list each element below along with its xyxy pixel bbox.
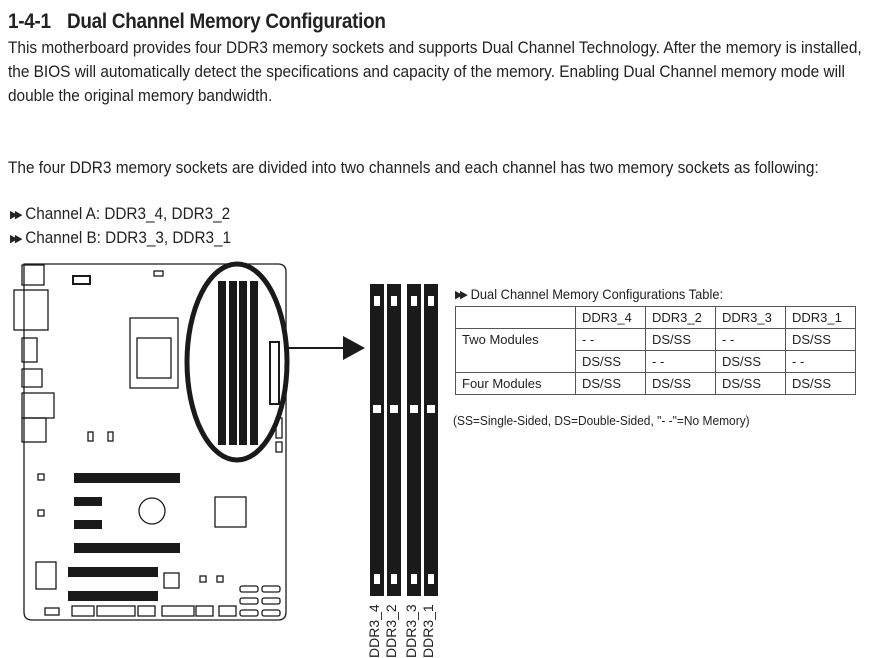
section-heading: 1-4-1 Dual Channel Memory Configuration <box>8 10 386 34</box>
highlight-ellipse <box>184 261 290 463</box>
table-cell: DS/SS <box>715 350 786 373</box>
atx-power-connector <box>269 341 280 405</box>
table-note: (SS=Single-Sided, DS=Double-Sided, "- -"… <box>453 413 750 428</box>
table-row: Two Modules - - DS/SS - - DS/SS <box>455 328 856 373</box>
io-port <box>21 368 43 388</box>
cmos-battery <box>138 497 166 525</box>
dimm-slot <box>250 281 258 445</box>
dimm-slot <box>218 281 226 445</box>
table-cell: DS/SS <box>575 372 646 395</box>
channel-b-item: ▶▶Channel B: DDR3_3, DDR3_1 <box>10 228 231 248</box>
slot-label: DDR3_3 <box>403 604 419 658</box>
cpu-power <box>72 275 91 285</box>
memory-config-table: DDR3_4 DDR3_2 DDR3_3 DDR3_1 Two Modules … <box>455 306 856 395</box>
channel-b-text: Channel B: DDR3_3, DDR3_1 <box>25 228 232 247</box>
board-outline <box>23 263 287 621</box>
table-title: ▶▶Dual Channel Memory Configurations Tab… <box>455 286 723 302</box>
chipset <box>214 496 247 528</box>
channel-a-item: ▶▶Channel A: DDR3_4, DDR3_2 <box>10 204 230 224</box>
pci-slot <box>68 591 158 601</box>
channel-a-text: Channel A: DDR3_4, DDR3_2 <box>25 204 231 223</box>
motherboard-diagram <box>13 261 438 621</box>
pcie-x16-slot <box>74 473 180 483</box>
table-cell: DS/SS <box>645 372 716 395</box>
table-cell: DS/SS <box>785 372 856 395</box>
header-cell <box>455 306 576 329</box>
header-cell: DDR3_4 <box>575 306 646 329</box>
fan-header <box>153 270 164 277</box>
io-port <box>21 264 45 286</box>
channels-paragraph: The four DDR3 memory sockets are divided… <box>8 158 819 177</box>
table-cell: - - <box>575 328 646 351</box>
table-cell: DS/SS <box>785 328 856 351</box>
enlarged-dimm-slots <box>370 284 438 596</box>
row-label: Four Modules <box>455 372 576 395</box>
io-port <box>21 392 55 419</box>
table-header-row: DDR3_4 DDR3_2 DDR3_3 DDR3_1 <box>455 306 856 329</box>
io-port <box>21 417 47 443</box>
dimm-slot-ddr3-1 <box>424 284 438 596</box>
dimm-slot <box>239 281 247 445</box>
io-port <box>13 289 49 331</box>
slot-label: DDR3_2 <box>383 604 399 658</box>
dimm-slot-ddr3-4 <box>370 284 384 596</box>
cpu-socket <box>129 317 179 389</box>
section-title: Dual Channel Memory Configuration <box>66 10 386 33</box>
pointer-arrow-head <box>343 336 365 360</box>
slot-label: DDR3_1 <box>420 604 436 658</box>
table-cell: - - <box>715 328 786 351</box>
table-cell: DS/SS <box>715 372 786 395</box>
dimm-slot-ddr3-2 <box>387 284 401 596</box>
slot-label: DDR3_4 <box>366 604 382 658</box>
table-cell: - - <box>785 350 856 373</box>
header-cell: DDR3_3 <box>715 306 786 329</box>
table-title-text: Dual Channel Memory Configurations Table… <box>470 286 724 302</box>
header-cell: DDR3_2 <box>645 306 716 329</box>
pcie-x16-slot <box>74 543 180 553</box>
pcie-x1-slot <box>74 520 102 529</box>
double-arrow-icon: ▶▶ <box>455 289 468 301</box>
dimm-slot <box>229 281 237 445</box>
table-cell: DS/SS <box>575 350 646 373</box>
dimm-slot-ddr3-3 <box>407 284 421 596</box>
pci-slot <box>68 567 158 577</box>
io-port <box>21 337 38 363</box>
pcie-x1-slot <box>74 497 102 506</box>
intro-paragraph: This motherboard provides four DDR3 memo… <box>8 38 862 105</box>
row-label: Two Modules <box>455 328 576 373</box>
double-arrow-icon: ▶▶ <box>10 209 23 221</box>
table-row: Four Modules DS/SS DS/SS DS/SS DS/SS <box>455 372 856 395</box>
double-arrow-icon: ▶▶ <box>10 233 23 245</box>
table-cell: - - <box>645 350 716 373</box>
table-cell: DS/SS <box>645 328 716 351</box>
section-number: 1-4-1 <box>8 10 51 33</box>
header-cell: DDR3_1 <box>785 306 856 329</box>
